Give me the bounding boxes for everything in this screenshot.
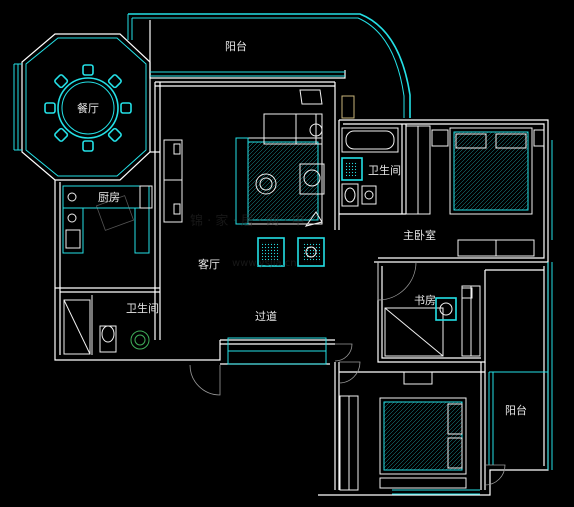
master-wardrobe (405, 125, 431, 215)
windows (150, 71, 553, 495)
balcony-top-outline (127, 13, 411, 118)
label-kitchen: 厨房 (98, 191, 120, 204)
right-balcony-door (484, 464, 506, 486)
label-corridor: 过道 (255, 309, 277, 323)
label-bath-small: 卫生间 (126, 301, 159, 315)
svg-text:锦 · 家 · 居 · 网 · 中: 锦 · 家 · 居 · 网 · 中 (190, 213, 305, 229)
dining-room-outline (13, 33, 151, 181)
living-plants (299, 89, 323, 227)
sofa-set (235, 113, 325, 225)
label-bath-main: 卫生间 (368, 163, 401, 177)
label-master: 主卧室 (403, 228, 436, 242)
label-study: 书房 (414, 294, 436, 307)
master-bed (431, 127, 545, 215)
label-dining: 餐厅 (77, 101, 99, 115)
dining-chair (82, 140, 94, 152)
dining-chair (82, 64, 94, 76)
study-door (377, 261, 417, 301)
tv-cabinet (163, 139, 183, 223)
watermark: 锦 · 家 · 居 · 网 · 中 www.ysjia.cn (95, 195, 305, 269)
side-tables (257, 237, 325, 267)
balcony-right-railing (488, 262, 553, 470)
dining-chair (44, 102, 56, 114)
dining-chair (120, 102, 132, 114)
bedroom-door (338, 361, 361, 384)
kitchen-counter (62, 185, 153, 254)
dining-chair (107, 74, 122, 89)
study-furniture (384, 285, 481, 357)
bedroom-bed (379, 371, 467, 489)
label-balcony-right: 阳台 (505, 403, 527, 417)
dining-chair (54, 127, 69, 142)
entry-door (189, 343, 353, 396)
dining-table (57, 77, 119, 139)
svg-text:www.ysjia.cn: www.ysjia.cn (232, 258, 297, 269)
bedroom-wardrobe (339, 395, 359, 491)
bathroom-small-fixtures (63, 295, 150, 355)
master-bath-fixtures (341, 95, 399, 207)
dining-chairs (44, 64, 132, 152)
master-desk (457, 239, 535, 257)
label-living: 客厅 (198, 257, 220, 271)
dining-chair (107, 127, 122, 142)
dining-chair (54, 74, 69, 89)
label-balcony-top: 阳台 (225, 39, 247, 53)
